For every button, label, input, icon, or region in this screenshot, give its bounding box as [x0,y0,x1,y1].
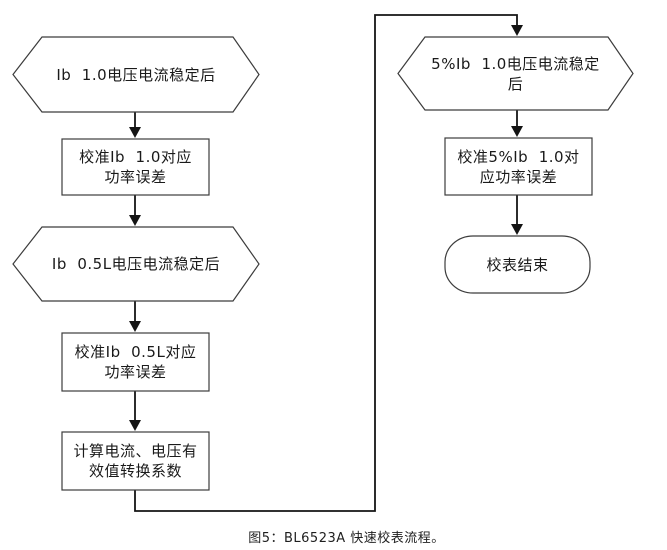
arrowhead-icon [129,420,141,431]
process-calc-coeff-shape [61,431,210,491]
process-cal-ib05l-shape [61,332,210,392]
arrowhead-layer [129,25,523,431]
arrowhead-icon [129,321,141,332]
hexagon-5pct-ib10-shape [397,36,634,111]
arrowhead-icon [511,126,523,137]
shapes-layer [12,36,634,491]
connector-calc-to-hex-5pct [134,14,518,512]
connector-layer [134,14,518,512]
figure-caption: 图5：BL6523A 快速校表流程。 [248,531,445,546]
process-cal-ib10-shape [61,138,210,196]
hexagon-ib10-shape [12,36,260,113]
arrowhead-icon [511,25,523,36]
arrowhead-icon [511,224,523,235]
process-cal-5pct-shape [444,137,593,196]
arrowhead-icon [129,127,141,138]
arrowhead-icon [129,215,141,226]
terminator-end-shape [444,235,591,294]
hexagon-ib05l-shape [12,226,260,302]
